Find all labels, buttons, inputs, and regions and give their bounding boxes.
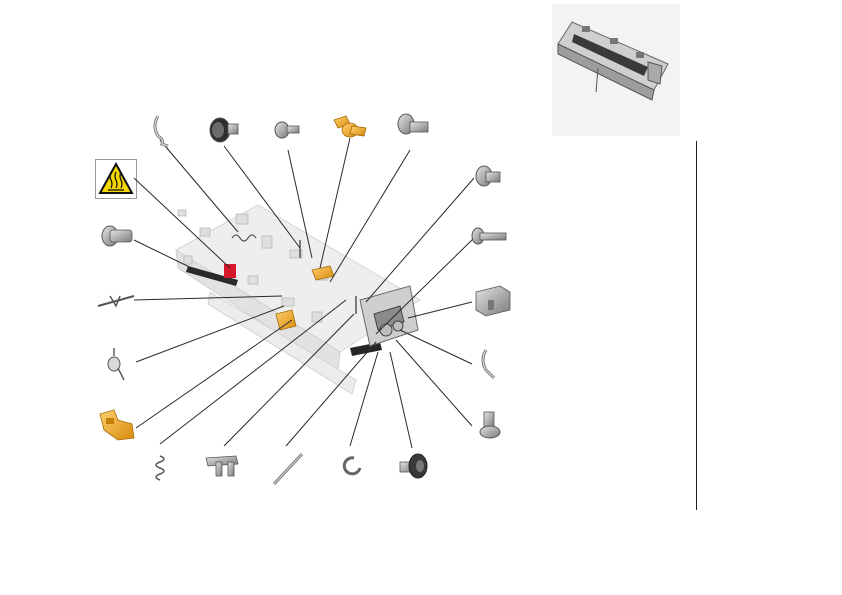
link-arm-part bbox=[272, 452, 304, 486]
flag-lever-part bbox=[333, 115, 367, 138]
torsion-spring-part bbox=[107, 348, 125, 381]
clip-part bbox=[153, 115, 169, 148]
divider-line bbox=[696, 141, 697, 510]
e-ring-part bbox=[342, 456, 362, 476]
terminal-bracket-part bbox=[205, 455, 239, 477]
long-screw-part bbox=[471, 227, 507, 245]
pin-spring-part bbox=[97, 295, 135, 308]
side-screw-part bbox=[475, 165, 501, 187]
round-head-screw-part bbox=[209, 117, 239, 143]
hook-clip-part bbox=[481, 349, 496, 380]
orange-bracket-part bbox=[99, 409, 135, 441]
small-screw-part bbox=[274, 121, 300, 139]
leader-lines bbox=[133, 137, 475, 449]
hot-surface-warning-label bbox=[95, 159, 137, 199]
standoff-part bbox=[479, 411, 501, 439]
fuser-assembly-body bbox=[175, 204, 421, 395]
connector-block-part bbox=[475, 285, 511, 317]
hot-surface-warning-icon bbox=[98, 161, 134, 194]
fuser-assembly-thumbnail bbox=[552, 4, 680, 136]
screw-part bbox=[101, 225, 133, 247]
shoulder-screw-part bbox=[397, 113, 429, 135]
flanged-screw-part bbox=[399, 453, 428, 479]
coil-spring-part bbox=[155, 455, 165, 481]
